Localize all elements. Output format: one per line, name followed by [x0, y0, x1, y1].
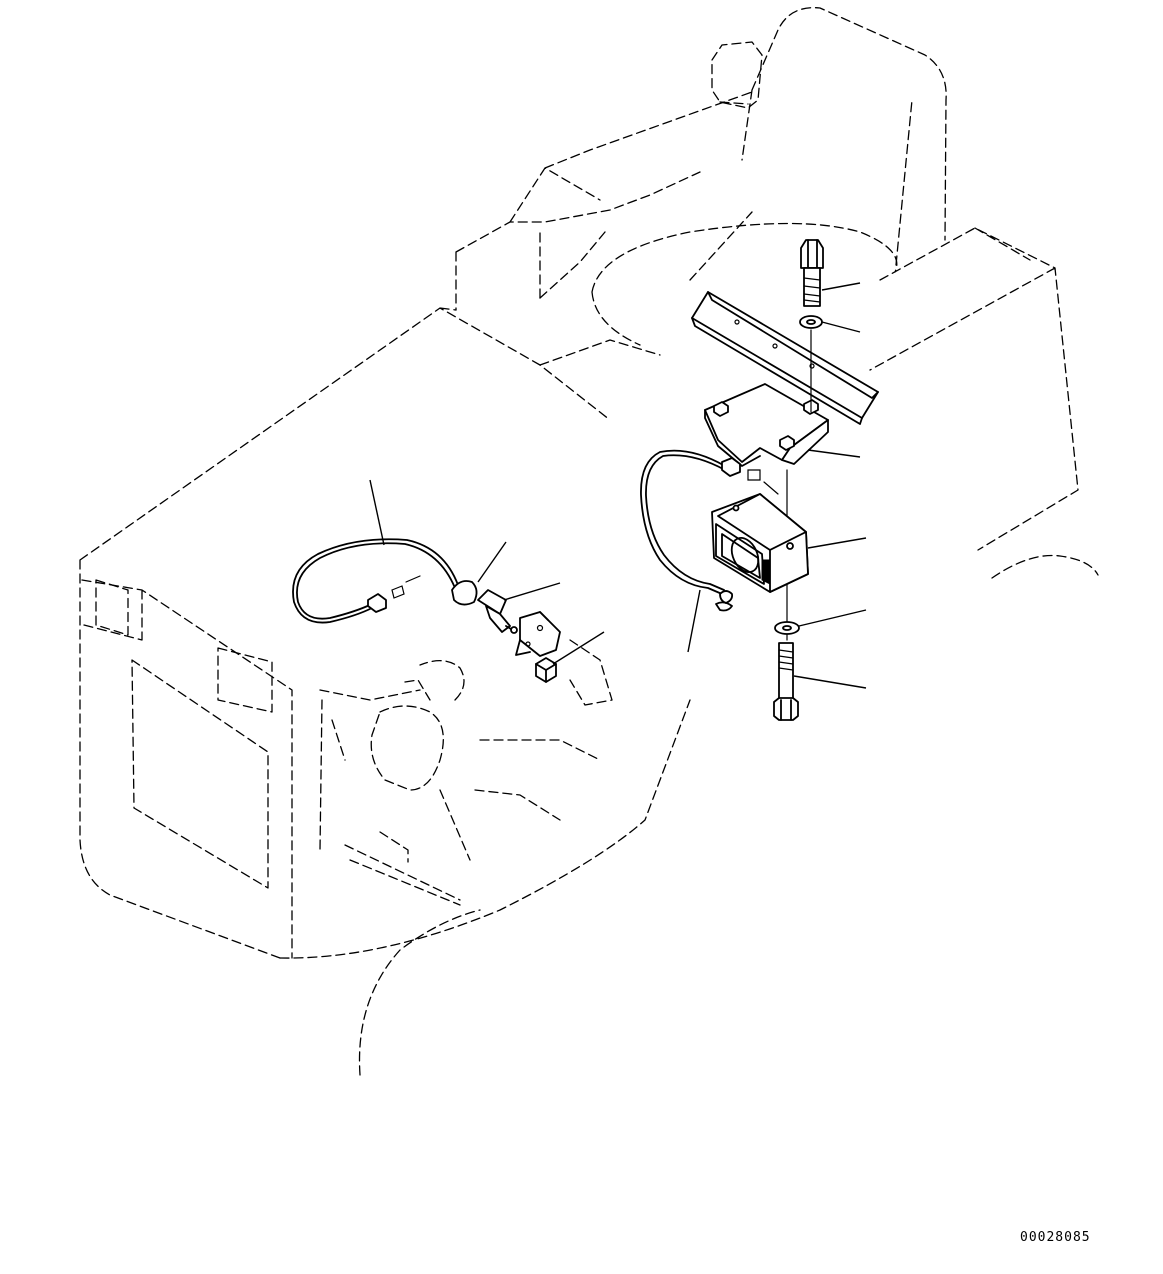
- top-washer: [799, 315, 823, 329]
- leader-sensor-harness: [369, 479, 385, 546]
- fender-top-outline: [539, 231, 606, 299]
- intake-outline: [370, 679, 444, 791]
- leader-alarm-harness: [687, 589, 701, 653]
- leader-bracket: [807, 449, 861, 458]
- side-rail-outline: [539, 211, 753, 366]
- sensor: [477, 589, 518, 634]
- right-lower-outline: [991, 554, 1099, 579]
- leader-nut: [552, 631, 605, 665]
- leader-bottom-washer: [798, 609, 867, 627]
- grille-outline: [95, 579, 273, 713]
- alarm-harness: [640, 449, 779, 612]
- seat-back-outline: [741, 7, 947, 266]
- sensor-bracket: [515, 611, 561, 657]
- engine-lines-outline: [319, 699, 601, 861]
- bottom-washer: [774, 621, 800, 635]
- drawing-id-label: 00028085: [1020, 1230, 1091, 1245]
- alarm-bracket: [704, 383, 829, 467]
- leader-lines: [369, 282, 867, 689]
- leader-top-washer: [821, 321, 861, 333]
- leader-long-bolt: [793, 675, 867, 689]
- right-housing-outline: [869, 227, 1079, 551]
- mounting-rail: [691, 291, 879, 425]
- engine-block-outline: [319, 660, 465, 906]
- leader-alarm: [807, 537, 867, 549]
- leader-sensor: [503, 582, 561, 601]
- nut: [535, 657, 557, 683]
- top-bolt: [800, 239, 824, 307]
- seat-cushion-outline: [591, 222, 898, 346]
- leader-top-bolt: [821, 282, 861, 291]
- machine-outline: [79, 7, 1099, 1076]
- hood-front-outline: [81, 579, 293, 959]
- backup-alarm: [711, 493, 809, 593]
- sensor-harness: [292, 538, 478, 624]
- leader-sensor-connector: [477, 541, 507, 583]
- bracket-area-outline: [569, 639, 613, 706]
- hood-outline: [79, 307, 611, 959]
- fender-outline: [455, 91, 753, 311]
- long-bolt: [773, 642, 799, 721]
- radiator-outline: [131, 659, 269, 889]
- lamp-outline: [711, 41, 763, 109]
- lower-body-outline: [279, 699, 691, 1076]
